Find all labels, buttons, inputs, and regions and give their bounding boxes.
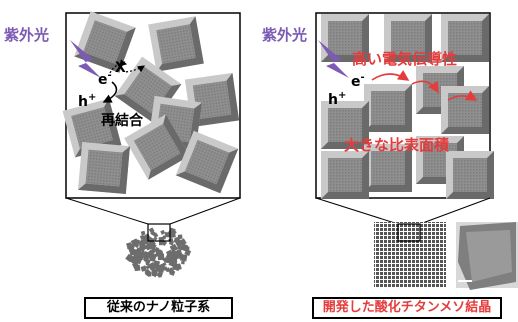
aggregate-particle bbox=[167, 267, 175, 275]
aggregate-particle bbox=[153, 232, 159, 238]
aggregate-particle bbox=[147, 261, 157, 271]
aggregate-particle bbox=[140, 230, 146, 236]
aggregate-particle bbox=[160, 229, 166, 235]
aggregate-particle bbox=[176, 249, 182, 255]
electron-label: e- bbox=[98, 70, 112, 88]
hole-label: h+ bbox=[328, 90, 346, 108]
aggregate-particle bbox=[181, 260, 185, 265]
zoom-region-box bbox=[147, 223, 171, 242]
electron-path-arrow-icon bbox=[125, 65, 145, 73]
aggregate-particle bbox=[128, 248, 136, 255]
electron-path-arrow-icon bbox=[109, 59, 128, 74]
mesocrystal-grid-overview bbox=[374, 222, 446, 288]
hole-label: h+ bbox=[78, 92, 96, 110]
aggregate-particle bbox=[127, 245, 132, 251]
aggregate-particle bbox=[145, 264, 151, 270]
aggregate-particle bbox=[157, 272, 163, 278]
aggregate-particle bbox=[132, 261, 140, 270]
conduction-arrow-icon bbox=[447, 90, 478, 101]
conduction-arrow-icon bbox=[411, 80, 439, 94]
aggregate-particle bbox=[159, 241, 163, 246]
recombination-arrow-icon bbox=[102, 81, 118, 103]
aggregate-particle bbox=[140, 265, 147, 272]
aggregate-particle bbox=[162, 262, 167, 267]
uv-label: 紫外光 bbox=[4, 26, 49, 44]
conductivity-label: 高い電気伝導性 bbox=[352, 50, 457, 68]
nanoparticle-tile bbox=[148, 16, 204, 72]
aggregate-particle bbox=[158, 236, 165, 243]
blocked-mark: X bbox=[115, 60, 126, 76]
mesocrystal-tile bbox=[364, 84, 412, 132]
zoom-funnel-line bbox=[169, 197, 241, 225]
lightning-bolt-icon bbox=[70, 40, 101, 78]
aggregate-particle bbox=[171, 258, 178, 265]
microscopy-image bbox=[456, 222, 518, 290]
aggregate-particle bbox=[174, 263, 182, 271]
aggregate-particle bbox=[139, 234, 145, 240]
nanoparticle-aggregate bbox=[125, 227, 192, 278]
aggregate-particle bbox=[126, 242, 133, 249]
aggregate-particle bbox=[135, 252, 142, 258]
aggregate-particle bbox=[130, 238, 140, 247]
left-panel: 紫外光 e- h+ X 再結合 bbox=[4, 11, 241, 278]
aggregate-particle bbox=[145, 240, 155, 250]
aggregate-particle bbox=[165, 254, 173, 262]
aggregate-particle bbox=[156, 266, 161, 271]
mesocrystal-tile bbox=[446, 151, 494, 199]
electron-label: e- bbox=[351, 72, 365, 90]
conduction-arrow-icon bbox=[371, 70, 410, 81]
nanoparticle-tile bbox=[77, 141, 131, 195]
zoom-region-box bbox=[397, 223, 421, 242]
aggregate-particle bbox=[152, 273, 157, 278]
uv-label: 紫外光 bbox=[262, 26, 307, 44]
surface-area-label: 大きな比表面積 bbox=[344, 136, 450, 154]
aggregate-particle bbox=[184, 249, 192, 256]
zoom-funnel-line bbox=[65, 197, 149, 225]
lightning-bolt-icon bbox=[318, 40, 349, 78]
aggregate-particle bbox=[148, 227, 155, 234]
recombination-label: 再結合 bbox=[101, 112, 144, 129]
aggregate-particle bbox=[179, 253, 188, 262]
aggregate-particle bbox=[157, 249, 163, 255]
aggregate-particle bbox=[139, 250, 148, 259]
zoom-funnel-line bbox=[315, 197, 399, 225]
aggregate-particle bbox=[185, 246, 190, 251]
right-caption: 開発した酸化チタンメソ結晶 bbox=[312, 297, 502, 319]
mesocrystal-tile bbox=[441, 86, 489, 134]
aggregate-particle bbox=[146, 258, 151, 264]
left-caption: 従来のナノ粒子系 bbox=[84, 297, 233, 319]
mesocrystal-tile bbox=[321, 151, 369, 199]
aggregate-particle bbox=[177, 234, 183, 240]
aggregate-particle bbox=[149, 255, 157, 262]
aggregate-particle bbox=[170, 229, 177, 236]
aggregate-particle bbox=[148, 273, 152, 277]
right-panel: 紫外光 e- h+ 高い電気伝導性 大きな比表面積 bbox=[262, 12, 518, 290]
aggregate-particle bbox=[169, 243, 178, 253]
zoom-funnel-line bbox=[419, 197, 491, 225]
aggregate-particle bbox=[139, 243, 147, 251]
aggregate-particle bbox=[174, 236, 180, 243]
aggregate-particle bbox=[142, 237, 149, 245]
mesocrystal-lattice bbox=[321, 14, 494, 199]
